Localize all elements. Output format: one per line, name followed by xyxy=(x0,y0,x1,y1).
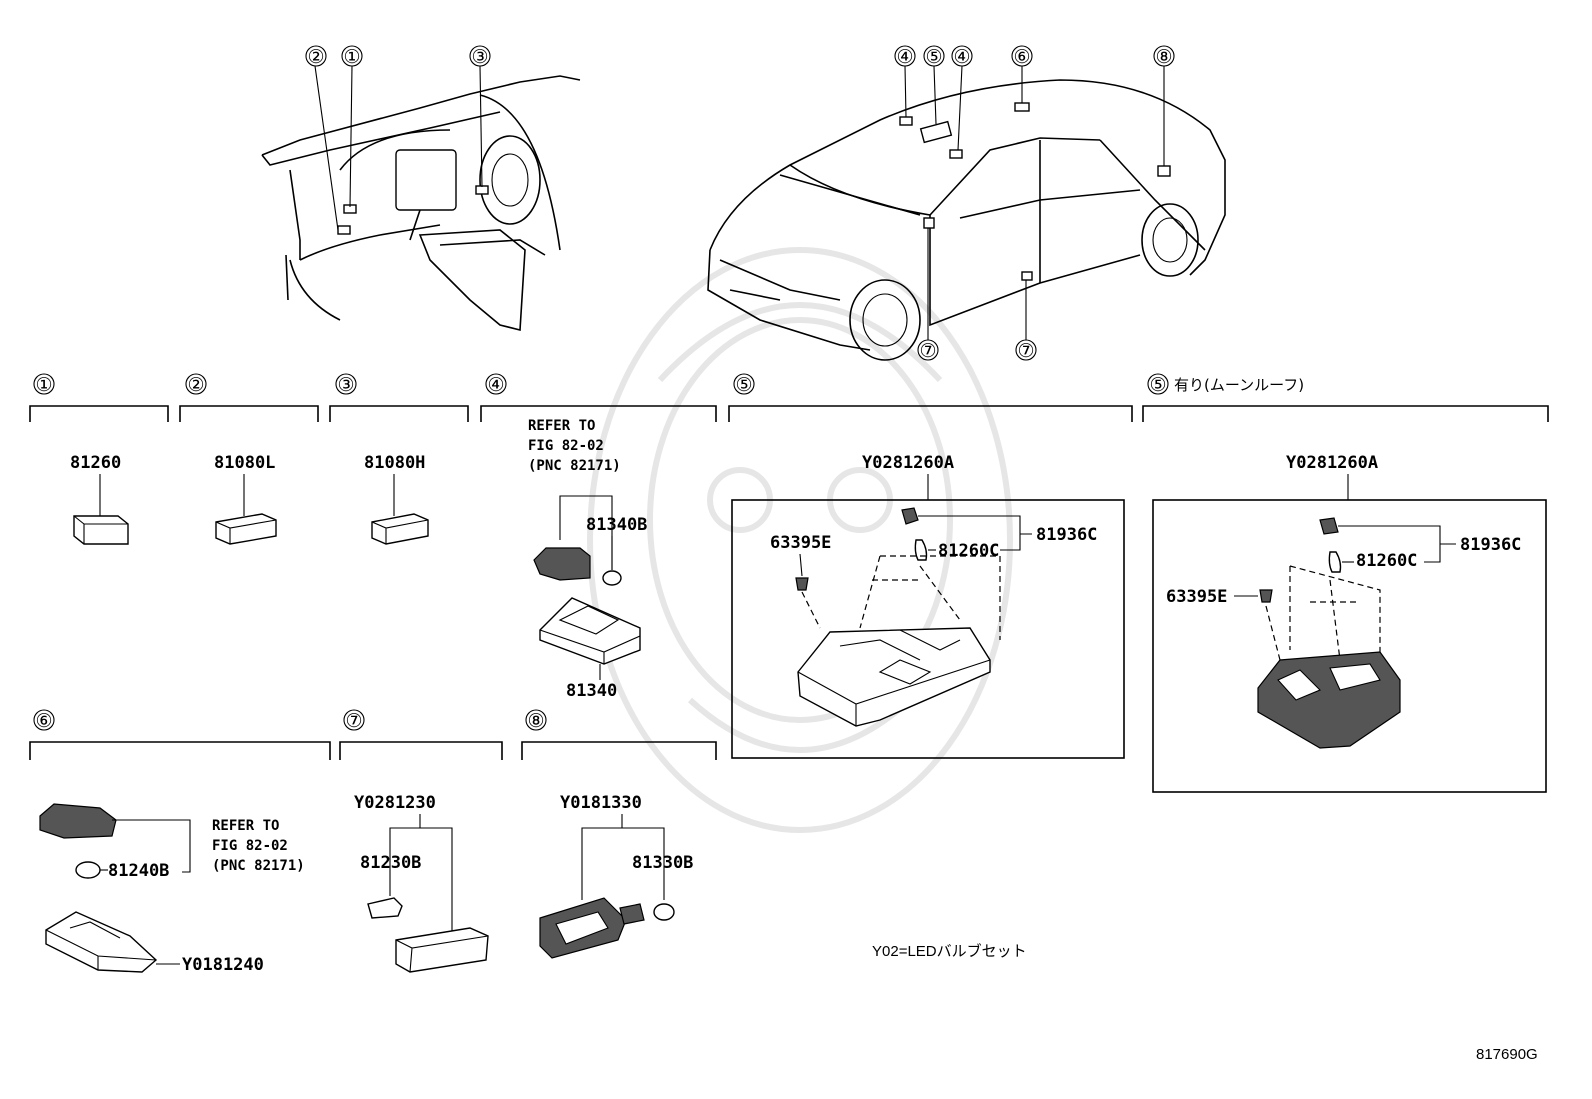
svg-text:④: ④ xyxy=(896,46,913,68)
svg-text:⑦: ⑦ xyxy=(1017,340,1034,362)
part-81340: 81340 xyxy=(566,681,617,701)
car-illustration xyxy=(707,65,1226,361)
part-63395E-a: 63395E xyxy=(770,533,831,553)
callout-4a-top: ④ xyxy=(894,45,916,68)
svg-text:⑦: ⑦ xyxy=(919,340,936,362)
moonroof-title: 有り(ムーンルーフ) xyxy=(1174,376,1304,394)
refer-note-6-line1: REFER TO xyxy=(212,818,279,834)
section-5-number: ⑤ xyxy=(735,374,752,396)
svg-text:③: ③ xyxy=(471,46,488,68)
callout-2-top: ② xyxy=(305,45,327,68)
section-2-number: ② xyxy=(187,374,204,396)
part-81230B: 81230B xyxy=(360,853,421,873)
part-81330B: 81330B xyxy=(632,853,693,873)
part-Y0181330: Y0181330 xyxy=(560,793,642,813)
refer-note-line3: (PNC 82171) xyxy=(528,458,621,474)
callout-4b-top: ④ xyxy=(951,45,973,68)
section-6-number: ⑥ xyxy=(35,710,52,732)
callout-5-top: ⑤ xyxy=(923,45,945,68)
part-81080H: 81080H xyxy=(364,453,425,473)
callout-7b-bottom: ⑦ xyxy=(1015,339,1037,362)
section-4-number: ④ xyxy=(487,374,504,396)
section-3: ③ 81080H xyxy=(329,373,469,545)
part-81936C-a: 81936C xyxy=(1036,525,1097,545)
part-Y0181240: Y0181240 xyxy=(182,955,264,975)
dashboard-illustration xyxy=(261,65,581,332)
section-1: ① 81260 xyxy=(29,373,169,545)
section-7-number: ⑦ xyxy=(345,710,362,732)
section-5-standard: ⑤ Y0281260A 63395E 81936C 81260C xyxy=(728,373,1133,759)
section-8-number: ⑧ xyxy=(527,710,544,732)
section-7: ⑦ Y0281230 81230B xyxy=(339,709,503,973)
part-81260C-b: 81260C xyxy=(1356,551,1417,571)
footnote: Y02=LEDバルブセット xyxy=(872,942,1027,960)
part-81936C-b: 81936C xyxy=(1460,535,1521,555)
assembly-box-5b xyxy=(1152,499,1547,793)
callout-6-top: ⑥ xyxy=(1011,45,1033,68)
part-81340B: 81340B xyxy=(586,515,647,535)
part-81080L: 81080L xyxy=(214,453,275,473)
callout-1-top: ① xyxy=(341,45,363,68)
assembly-box-5a xyxy=(731,499,1125,759)
svg-text:⑥: ⑥ xyxy=(1013,46,1030,68)
callout-7a-bottom: ⑦ xyxy=(917,339,939,362)
section-2: ② 81080L xyxy=(179,373,319,545)
callout-8-top: ⑧ xyxy=(1153,45,1175,68)
callout-3-top: ③ xyxy=(469,45,491,68)
svg-text:④: ④ xyxy=(953,46,970,68)
section-5-moonroof: ⑤ 有り(ムーンルーフ) Y0281260A 81936C 81260C 633… xyxy=(1142,373,1549,793)
section-8: ⑧ Y0181330 81330B xyxy=(521,709,717,959)
part-63395E-b: 63395E xyxy=(1166,587,1227,607)
part-Y0281260A-b: Y0281260A xyxy=(1286,453,1378,473)
section-4: ④ REFER TO FIG 82-02 (PNC 82171) 81340B … xyxy=(480,373,717,701)
part-Y0281260A-a: Y0281260A xyxy=(862,453,954,473)
section-3-number: ③ xyxy=(337,374,354,396)
part-81240B: 81240B xyxy=(108,861,169,881)
part-81260C-a: 81260C xyxy=(938,541,999,561)
section-1-number: ① xyxy=(35,374,52,396)
section-5b-number: ⑤ xyxy=(1149,374,1166,396)
svg-text:⑧: ⑧ xyxy=(1155,46,1172,68)
svg-text:①: ① xyxy=(343,46,360,68)
svg-text:②: ② xyxy=(307,46,324,68)
refer-note-line2: FIG 82-02 xyxy=(528,438,604,454)
refer-note-6-line2: FIG 82-02 xyxy=(212,838,288,854)
figure-id: 817690G xyxy=(1476,1046,1538,1063)
part-Y0281230: Y0281230 xyxy=(354,793,436,813)
part-81260: 81260 xyxy=(70,453,121,473)
section-6: ⑥ REFER TO FIG 82-02 (PNC 82171) 81240B … xyxy=(29,709,331,975)
refer-note-line1: REFER TO xyxy=(528,418,595,434)
svg-text:⑤: ⑤ xyxy=(925,46,942,68)
refer-note-6-line3: (PNC 82171) xyxy=(212,858,305,874)
